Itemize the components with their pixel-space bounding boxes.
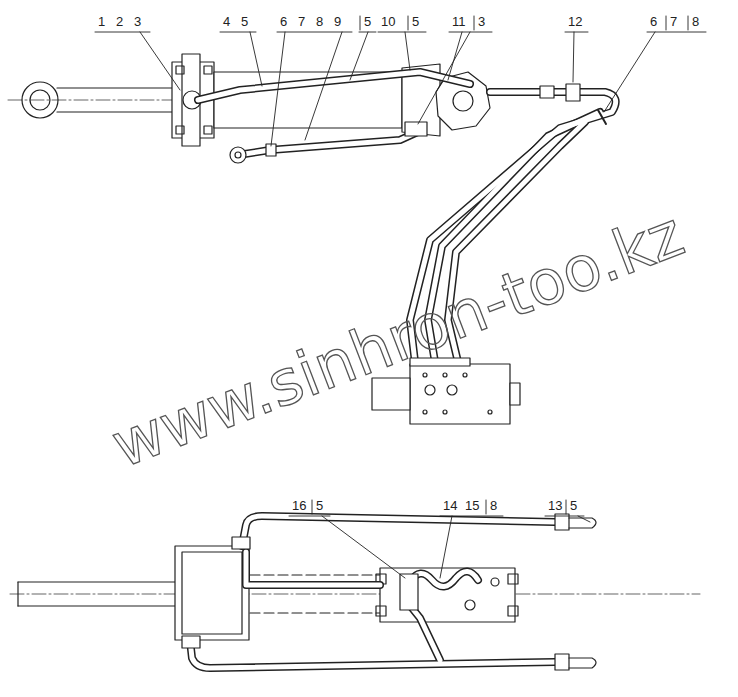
callout-number: 6	[280, 14, 287, 29]
callout-number: 4	[223, 14, 230, 29]
callout-number: 2	[116, 14, 123, 29]
callout-number: 5	[570, 498, 577, 513]
callout-number: 11	[452, 14, 466, 29]
callout-number: 10	[381, 14, 395, 29]
callout-number: 3	[478, 14, 485, 29]
callout-number: 8	[490, 498, 497, 513]
callout-number: 5	[364, 14, 371, 29]
callout-number: 7	[298, 14, 305, 29]
callout-number: 13	[548, 498, 562, 513]
callout-number: 3	[134, 14, 141, 29]
callout-number: 12	[568, 14, 582, 29]
callout-number: 9	[334, 14, 341, 29]
callout-number: 1	[98, 14, 105, 29]
callout-number: 14	[443, 498, 457, 513]
callout-number: 16	[292, 498, 306, 513]
callout-number: 15	[465, 498, 479, 513]
callout-number: 5	[241, 14, 248, 29]
callout-number: 8	[316, 14, 323, 29]
callout-number: 7	[670, 14, 677, 29]
callout-number: 8	[692, 14, 699, 29]
callout-number: 6	[650, 14, 657, 29]
callout-number: 5	[316, 498, 323, 513]
callout-number: 5	[412, 14, 419, 29]
watermark: www.sinhron-too.kz	[103, 199, 693, 481]
